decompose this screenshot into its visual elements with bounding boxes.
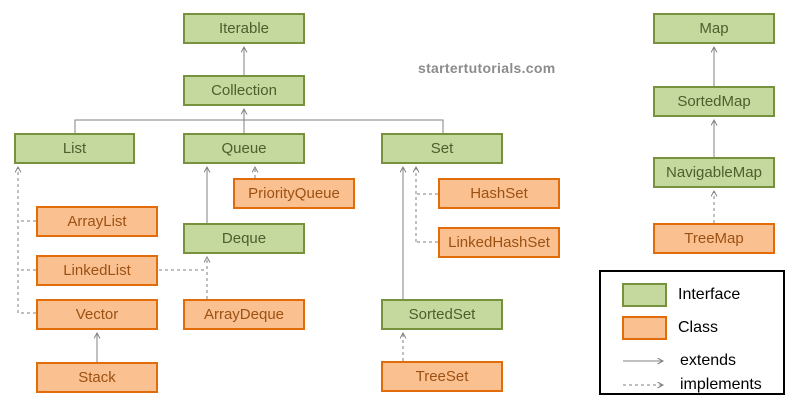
node-set: Set [381, 133, 503, 164]
node-deque: Deque [183, 223, 305, 254]
node-linkedlist: LinkedList [36, 255, 158, 286]
legend-interface-label: Interface [678, 286, 741, 303]
node-list: List [14, 133, 135, 164]
node-map: Map [653, 13, 775, 44]
class-swatch [622, 316, 667, 340]
node-priorityqueue: PriorityQueue [233, 178, 355, 209]
node-iterable: Iterable [183, 13, 305, 44]
legend-implements-label: implements [680, 376, 762, 393]
node-sortedset: SortedSet [381, 299, 503, 330]
node-arraydeque: ArrayDeque [183, 299, 305, 330]
legend-row-implements: implements [622, 372, 762, 398]
node-vector: Vector [36, 299, 158, 330]
legend-row-interface: Interface [622, 282, 740, 308]
legend-extends-label: extends [680, 352, 737, 369]
node-linkedhashset: LinkedHashSet [438, 227, 560, 258]
edge-bus-list-queue-set [74, 119, 444, 133]
edge-vector-implements-list [18, 167, 36, 314]
watermark-text: startertutorials.com [418, 60, 556, 76]
node-sortedmap: SortedMap [653, 86, 775, 117]
implements-arrow-icon [623, 380, 670, 390]
node-collection: Collection [183, 75, 305, 106]
extends-arrow-icon [623, 356, 670, 366]
legend-row-extends: extends [622, 348, 736, 374]
legend-class-label: Class [678, 319, 719, 336]
legend-box: Interface Class extends implements [599, 270, 785, 395]
interface-swatch [622, 283, 667, 307]
node-navigablemap: NavigableMap [653, 157, 775, 188]
legend-row-class: Class [622, 315, 718, 341]
node-treemap: TreeMap [653, 223, 775, 254]
node-stack: Stack [36, 362, 158, 393]
node-treeset: TreeSet [381, 361, 503, 392]
node-queue: Queue [183, 133, 305, 164]
node-hashset: HashSet [438, 178, 560, 209]
node-arraylist: ArrayList [36, 206, 158, 237]
